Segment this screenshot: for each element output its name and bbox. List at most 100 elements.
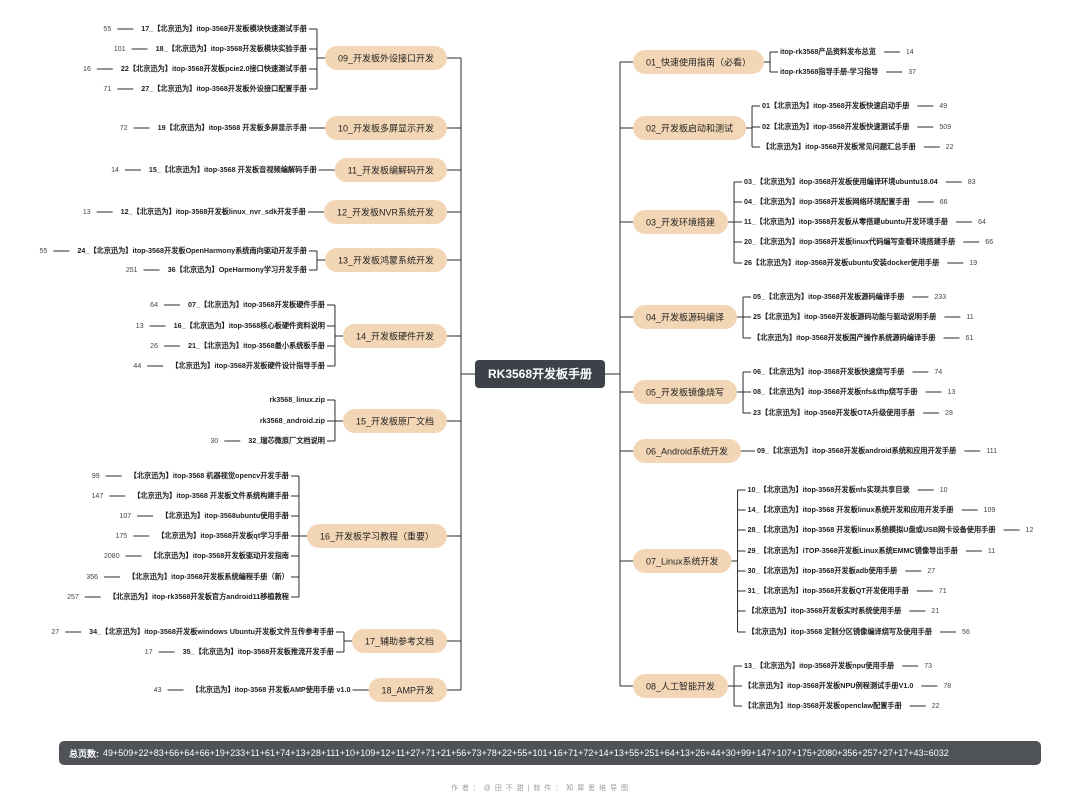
leaf-item-title: 25【北京迅为】itop-3568开发板源码功能与驱动说明手册 (753, 312, 937, 321)
leaf-item-title: 17_【北京迅为】itop-3568开发板模块快速测试手册 (141, 24, 308, 33)
leaf-page-count: 22 (946, 144, 954, 151)
leaf-page-count: 30 (210, 438, 218, 445)
leaf-item-title: 11_【北京迅为】itop-3568开发板从零搭建ubuntu开发环境手册 (744, 217, 949, 226)
leaf-item-title: 09_【北京迅为】itop-3568开发板android系统和应用开发手册 (757, 446, 957, 455)
leaf-page-count: 49 (939, 103, 947, 110)
leaf-item-title: 13_【北京迅为】itop-3568开发板npu使用手册 (744, 661, 895, 670)
branch-node (633, 380, 738, 404)
leaf-item-title: 【北京迅为】itop-rk3568开发板官方android11移植教程 (109, 592, 290, 601)
branch-node (324, 116, 447, 140)
leaf-page-count: 21 (931, 608, 939, 615)
branch-node (633, 549, 732, 573)
leaf-item-title: 【北京迅为】itop-3568ubuntu使用手册 (161, 511, 290, 520)
leaf-item-title: 07_【北京迅为】itop-3568开发板硬件手册 (188, 300, 326, 309)
center-node (474, 360, 606, 388)
leaf-page-count: 64 (978, 219, 986, 226)
leaf-item-title: 【北京迅为】itop-3568开发板国产操作系统源码编译手册 (753, 333, 936, 342)
branch-node (334, 158, 447, 182)
branch-node (633, 50, 765, 74)
branch-label: 17_辅助参考文档 (365, 635, 434, 646)
leaf-page-count: 2080 (104, 553, 120, 560)
branch-label: 10_开发板多屏显示开发 (338, 122, 434, 133)
branch-node (306, 524, 447, 548)
branch-label: 01_快速使用指南（必看） (646, 56, 751, 67)
leaf-item-title: 16_【北京迅为】itop-3568核心板硬件资料说明 (174, 321, 325, 330)
leaf-page-count: 14 (906, 49, 914, 56)
leaf-page-count: 13 (948, 389, 956, 396)
leaf-page-count: 83 (968, 179, 976, 186)
leaf-page-count: 13 (136, 323, 144, 330)
leaf-item-title: 10_【北京迅为】itop-3568开发板nfs实现共享目录 (748, 485, 911, 494)
leaf-item-title: 12_【北京迅为】itop-3568开发板linux_nvr_sdk开发手册 (121, 207, 307, 216)
leaf-item-title: 02【北京迅为】itop-3568开发板快速测试手册 (762, 122, 910, 131)
leaf-page-count: 66 (940, 199, 948, 206)
leaf-page-count: 44 (133, 363, 141, 370)
leaf-page-count: 16 (83, 66, 91, 73)
leaf-item-title: itop-rk3568指导手册-学习指导 (780, 67, 878, 76)
leaf-item-title: 【北京迅为】itop-3568 机器视觉opencv开发手册 (130, 471, 290, 480)
branch-node (323, 200, 447, 224)
leaf-item-title: 32_瑞芯微原厂文档说明 (248, 436, 325, 445)
leaf-page-count: 251 (126, 267, 138, 274)
leaf-page-count: 99 (92, 473, 100, 480)
leaf-item-title: 20_【北京迅为】itop-3568开发板linux代码编写查看环境搭建手册 (744, 237, 956, 246)
leaf-item-title: 【北京迅为】itop-3568开发板qt学习手册 (157, 531, 290, 540)
leaf-item-title: rk3568_android.zip (260, 416, 326, 425)
leaf-item-title: 【北京迅为】itop-3568开发板openclaw配置手册 (744, 701, 903, 710)
leaf-item-title: 29_【北京迅为】iTOP-3568开发板Linux系统EMMC镜像导出手册 (748, 546, 959, 555)
leaf-item-title: 18_【北京迅为】itop-3568开发板模块实验手册 (156, 44, 308, 53)
leaf-item-title: 15_【北京迅为】itop-3568 开发板音视频编解码手册 (149, 165, 318, 174)
branch-label: 14_开发板硬件开发 (356, 330, 434, 341)
leaf-item-title: 08_【北京迅为】itop-3568开发板nfs&tftp烧写手册 (753, 387, 918, 396)
leaf-item-title: 【北京迅为】itop-3568开发板NPU例程测试手册V1.0 (744, 681, 913, 690)
branch-label: 18_AMP开发 (381, 684, 434, 695)
center-node-label: RK3568开发板手册 (488, 366, 592, 381)
leaf-item-title: 31_【北京迅为】itop-3568开发板QT开发使用手册 (748, 586, 910, 595)
leaf-item-title: 14_【北京迅为】itop-3568 开发板linux系统开发和应用开发手册 (748, 505, 955, 514)
branch-node (633, 116, 747, 140)
branch-node (368, 678, 447, 702)
leaf-page-count: 43 (154, 687, 162, 694)
leaf-page-count: 147 (92, 493, 104, 500)
branch-node (633, 674, 729, 698)
leaf-page-count: 61 (966, 335, 974, 342)
leaf-page-count: 257 (67, 594, 79, 601)
branch-label: 07_Linux系统开发 (646, 555, 719, 566)
leaf-page-count: 27 (51, 629, 59, 636)
leaf-page-count: 175 (116, 533, 128, 540)
leaf-page-count: 14 (111, 167, 119, 174)
branch-label: 13_开发板鸿蒙系统开发 (338, 254, 434, 265)
leaf-item-title: 19【北京迅为】itop-3568 开发板多屏显示手册 (158, 123, 308, 132)
leaf-item-title: 34_【北京迅为】itop-3568开发板windows Ubuntu开发板文件… (89, 627, 335, 636)
leaf-page-count: 27 (927, 568, 935, 575)
leaf-page-count: 11 (988, 548, 995, 555)
leaf-item-title: 23【北京迅为】itop-3568开发板OTA升级使用手册 (753, 408, 916, 417)
leaf-page-count: 37 (908, 69, 916, 76)
leaf-page-count: 72 (120, 125, 128, 132)
leaf-page-count: 17 (145, 649, 153, 656)
branch-node (351, 629, 447, 653)
leaf-page-count: 56 (962, 629, 970, 636)
leaf-item-title: 24_【北京迅为】itop-3568开发板OpenHarmony系统南向驱动开发… (77, 246, 307, 255)
leaf-item-title: 28_【北京迅为】itop-3568 开发板linux系统模拟U盘或USB网卡设… (748, 525, 997, 534)
leaf-item-title: 04_【北京迅为】itop-3568开发板网络环境配置手册 (744, 197, 911, 206)
branch-label: 12_开发板NVR系统开发 (337, 206, 434, 217)
leaf-page-count: 109 (984, 507, 996, 514)
leaf-page-count: 101 (114, 46, 126, 53)
leaf-item-title: 26【北京迅为】itop-3568开发板ubuntu安装docker使用手册 (744, 258, 940, 267)
leaf-page-count: 26 (150, 343, 158, 350)
branch-label: 05_开发板镜像烧写 (646, 386, 724, 397)
branch-label: 15_开发板原厂文档 (356, 415, 434, 426)
branch-node (633, 305, 738, 329)
leaf-page-count: 111 (986, 448, 997, 455)
branch-node (633, 210, 729, 234)
leaf-page-count: 11 (966, 314, 973, 321)
leaf-item-title: 【北京迅为】itop-3568开发板驱动开发指南 (150, 551, 289, 560)
branch-label: 16_开发板学习教程（重要） (320, 530, 434, 541)
leaf-page-count: 13 (83, 209, 91, 216)
branch-node (633, 439, 742, 463)
branch-node (324, 46, 447, 70)
branch-node (342, 324, 447, 348)
leaf-page-count: 22 (932, 703, 940, 710)
leaf-item-title: 35_【北京迅为】itop-3568开发板推流开发手册 (183, 647, 335, 656)
